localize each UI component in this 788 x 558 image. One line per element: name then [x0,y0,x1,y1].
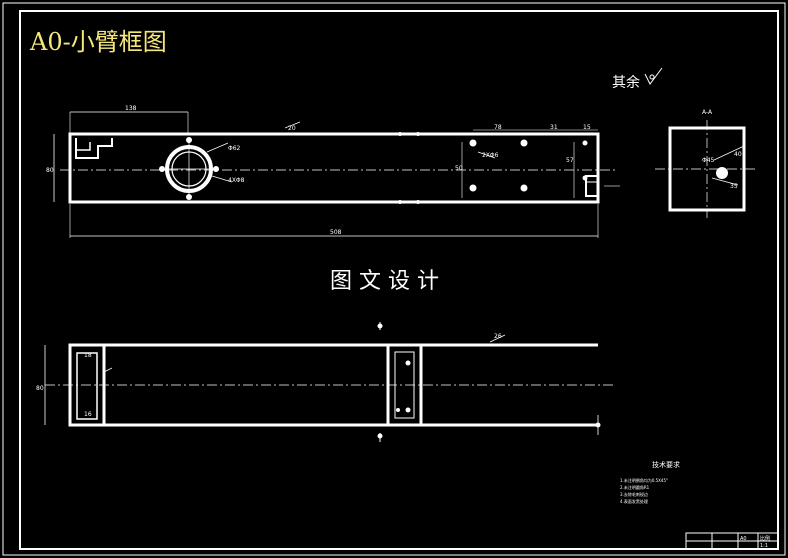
section-title: A-A [702,109,713,116]
dim-slot-pos: 78 [494,124,502,131]
dim-right-gap: 15 [583,124,591,131]
title-block-col1: A0 [740,536,747,542]
top-view-holes [377,323,601,439]
section-dim3: 35 [730,183,738,190]
title-block-col3: 1:1 [760,543,768,549]
section-dim2: 40 [734,151,742,158]
dim-overall-length: 508 [330,229,342,236]
dim-height-b: 57 [566,157,574,164]
dim-bottom-offset: 26 [494,333,502,340]
watermark: 图 文 设 计 [330,269,439,294]
front-view [53,111,620,238]
surface-finish-icon [644,67,663,85]
dim-bottom-depth: 80 [36,385,44,392]
tech-req-item-3: 3.去除毛刺锐边 [620,491,648,497]
section-center-mark [716,167,728,179]
dim-left-width: 138 [125,105,137,112]
dim-slot-pos2: 31 [550,124,558,131]
drawing-title: A0-小臂框图 [29,28,167,56]
inner-border [19,10,779,550]
tech-req-item-1: 1.未注明倒角均为0.5X45° [620,477,668,483]
front-view-holes [159,132,588,204]
dim-slot-width: 20 [288,125,296,132]
section-dim: Φ45 [702,157,715,164]
title-block-col2: 比例 [760,535,770,542]
dim-bottom-wall: 18 [84,352,92,359]
tech-req-title: 技术要求 [652,460,680,469]
top-view [44,322,615,442]
dim-height-a: 50 [455,165,463,172]
tech-req-item-2: 2.未注明圆角R1 [620,484,650,490]
dim-bore: Φ62 [228,145,241,152]
dim-holes: 4XΦ8 [228,177,245,184]
title-block [685,532,779,550]
section-view [655,120,755,218]
dim-left-height: 80 [46,167,54,174]
tech-req-item-4: 4.表面发黑处理 [620,498,648,504]
dim-small-holes: 2XΦ6 [482,152,499,159]
surface-note: 其余 [612,74,640,91]
dim-bottom-inner: 16 [84,411,92,418]
